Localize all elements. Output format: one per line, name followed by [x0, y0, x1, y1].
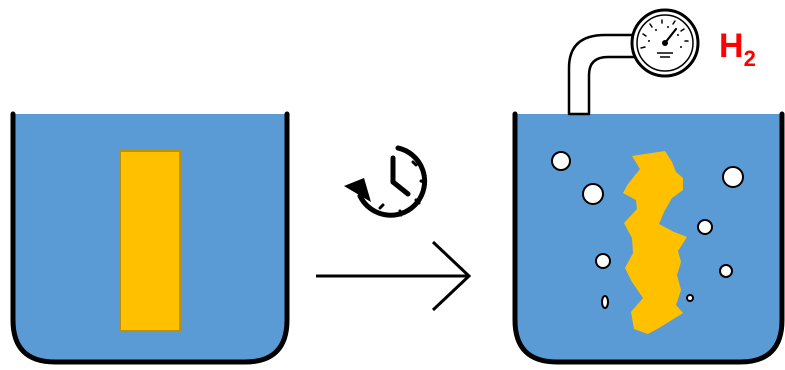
metal-strip [119, 150, 181, 332]
left-beaker [10, 111, 290, 365]
gas-label-main: H [719, 27, 744, 65]
bubble-icon [595, 253, 611, 269]
arrow-right-icon [316, 240, 472, 312]
gas-pipe-icon [567, 33, 638, 116]
corroded-metal-icon [623, 151, 687, 334]
clock-rewind-icon [344, 145, 428, 218]
gas-label-subscript: 2 [744, 46, 756, 71]
bubble-icon [582, 183, 604, 205]
gas-label: H2 [719, 27, 756, 71]
bubble-icon [601, 295, 609, 309]
pressure-gauge-icon [630, 8, 700, 78]
bubble-icon [719, 264, 733, 278]
bubble-icon [686, 294, 694, 302]
left-beaker-outline [10, 111, 290, 365]
bubble-icon [551, 151, 571, 171]
right-beaker [512, 111, 785, 365]
bubble-icon [697, 219, 713, 235]
bubble-icon [722, 166, 744, 188]
right-beaker-outline [512, 111, 785, 365]
bubble-group [551, 151, 744, 309]
